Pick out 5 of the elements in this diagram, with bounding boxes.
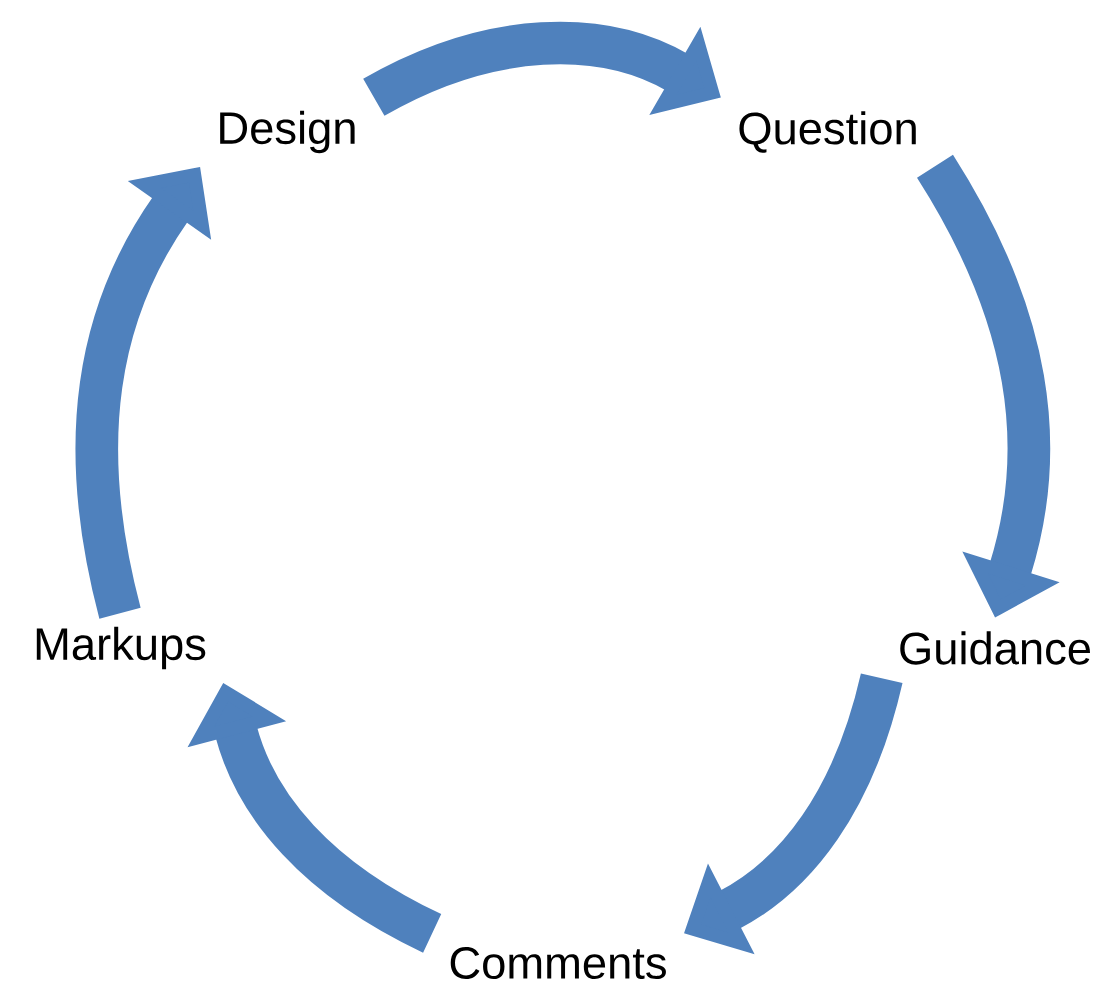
- stage-label: Guidance: [900, 631, 1090, 665]
- stage-label: Comments: [450, 946, 666, 980]
- stage-label: Design: [220, 110, 355, 154]
- stage-label: Markups: [36, 626, 206, 670]
- stage-label: Question: [739, 111, 916, 153]
